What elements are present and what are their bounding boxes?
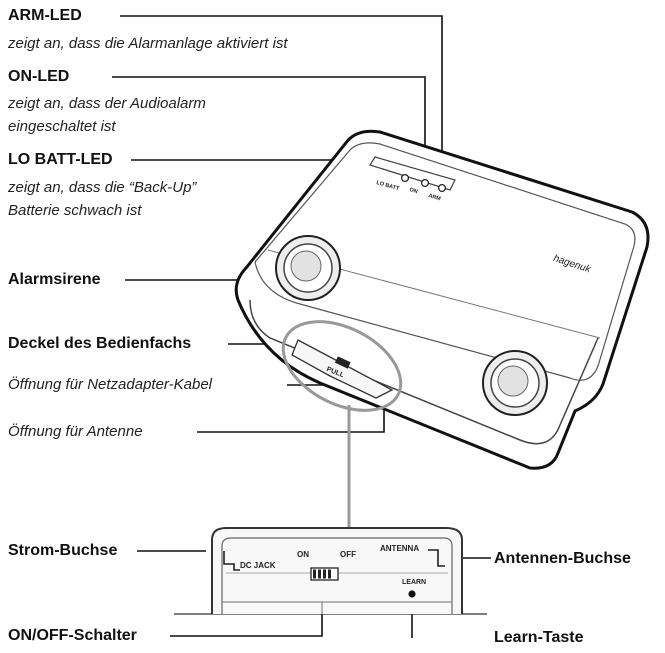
- compartment-detail-panel: [174, 527, 487, 615]
- panel-off-text: OFF: [340, 550, 356, 559]
- antennen-buchse-label: Antennen-Buchse: [494, 550, 631, 567]
- lo-batt-led-description-line1: zeigt an, dass die “Back-Up”: [8, 179, 197, 196]
- on-led-description-line1: zeigt an, dass der Audioalarm: [8, 95, 206, 112]
- arm-led-label: ARM-LED: [8, 7, 82, 24]
- learn-taste-label: Learn-Taste: [494, 629, 584, 646]
- panel-on-text: ON: [297, 550, 309, 559]
- antenna-jack-icon: [428, 549, 445, 567]
- panel-learn-text: LEARN: [402, 579, 427, 586]
- highlight-ellipse: [281, 320, 403, 412]
- dc-jack-icon: [223, 551, 240, 571]
- on-led-description-line2: eingeschaltet ist: [8, 118, 116, 135]
- alarm-device: [234, 129, 650, 470]
- netzadapter-opening-label: Öffnung für Netzadapter-Kabel: [8, 376, 213, 393]
- panel-dc-jack-text: DC JACK: [240, 561, 276, 570]
- on-led-icon: [420, 178, 430, 188]
- lo-batt-led-label: LO BATT-LED: [8, 151, 113, 168]
- antenne-opening-label: Öffnung für Antenne: [8, 423, 143, 440]
- on-off-schalter-label: ON/OFF-Schalter: [8, 627, 137, 644]
- learn-button-icon: [408, 590, 416, 598]
- arm-led-description: zeigt an, dass die Alarmanlage aktiviert…: [8, 35, 288, 52]
- arm-led-icon: [437, 183, 447, 193]
- deckel-label: Deckel des Bedienfachs: [8, 335, 192, 352]
- siren-left-icon: [275, 235, 341, 301]
- lo-batt-led-icon: [400, 173, 410, 183]
- arm-led-leader: [120, 15, 443, 186]
- antenne-opening-leader: [197, 397, 385, 433]
- on-led-label: ON-LED: [8, 68, 70, 85]
- strom-buchse-label: Strom-Buchse: [8, 542, 118, 559]
- lo-batt-led-description-line2: Batterie schwach ist: [8, 202, 142, 219]
- on-off-switch-icon: [310, 567, 339, 581]
- panel-antenna-text: ANTENNA: [380, 544, 420, 553]
- alarmsirene-label: Alarmsirene: [8, 271, 101, 288]
- siren-right-icon: [482, 350, 548, 416]
